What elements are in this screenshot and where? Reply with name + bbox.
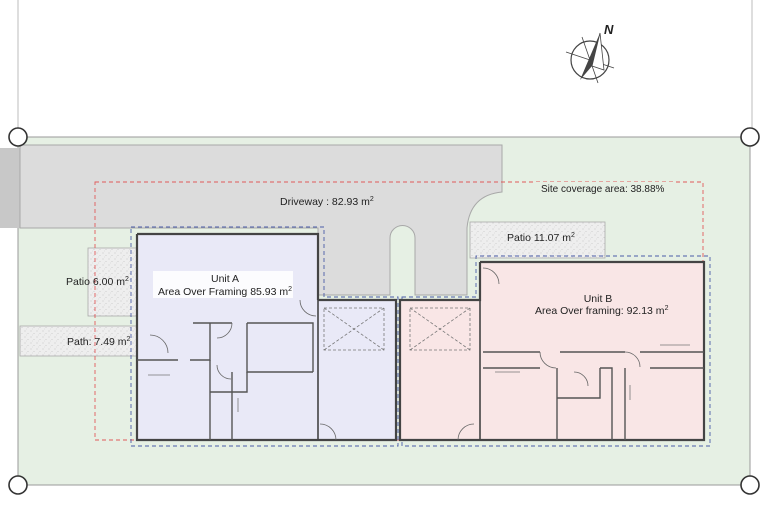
unit-b-door-1 — [482, 267, 500, 285]
north-label: N — [604, 22, 614, 37]
unit-a-door-2 — [216, 322, 233, 339]
unit-b-partition-3 — [556, 368, 601, 440]
unit-a-label-bg — [153, 271, 293, 298]
path-label-sup: 2 — [127, 336, 131, 343]
unit-a-partition-5 — [209, 360, 232, 440]
unit-a-door-5 — [216, 364, 232, 380]
unit-b-door-5 — [457, 423, 475, 441]
unit-b-area: Area Over framing: 92.13 m — [535, 305, 665, 317]
unit-a-framing-outline — [130, 226, 399, 447]
unit-a-garage-skylight — [323, 307, 385, 351]
driveway-label: Driveway : 82.93 m — [280, 196, 370, 208]
path-area — [19, 325, 151, 357]
entry-stub — [0, 148, 20, 228]
unit-b-door-4 — [624, 351, 641, 368]
grid-marker-bottom-right — [740, 475, 760, 495]
unit-b-door-3 — [573, 371, 589, 387]
svg-text:Driveway : 82.93 m2: Driveway : 82.93 m2 — [280, 196, 374, 208]
unit-a-house — [137, 234, 318, 440]
unit-a-partition-3 — [247, 322, 314, 372]
unit-b-garage — [400, 300, 480, 440]
grid-marker-top-right — [740, 127, 760, 147]
svg-text:Path: 7.49 m2: Path: 7.49 m2 — [67, 336, 131, 348]
unit-a-garage — [318, 300, 396, 440]
patio-a-label: Patio 6.00 m — [66, 276, 125, 288]
svg-text:Patio 6.00 m2: Patio 6.00 m2 — [66, 276, 129, 288]
patio-b — [469, 221, 606, 259]
patio-b-label: Patio 11.07 m — [507, 232, 571, 244]
unit-a-area: Area Over Framing 85.93 m — [158, 286, 288, 298]
grid-marker-top-left — [8, 127, 28, 147]
unit-b-area-sup: 2 — [665, 305, 669, 312]
driveway-label-sup: 2 — [370, 196, 374, 203]
unit-a-partition-6 — [231, 372, 248, 440]
unit-b-name: Unit B — [584, 293, 613, 305]
unit-b-door-2 — [539, 351, 557, 369]
driveway — [19, 144, 503, 296]
patio-b-label-sup: 2 — [571, 232, 575, 239]
site-coverage-label: Site coverage area: 38.88% — [541, 184, 665, 195]
unit-a-walls — [135, 232, 398, 442]
svg-text:Patio 11.07 m2: Patio 11.07 m2 — [507, 232, 575, 244]
unit-a-door-1 — [149, 334, 169, 354]
unit-a-area-sup: 2 — [288, 286, 292, 293]
unit-b-partition-4 — [600, 367, 613, 440]
unit-a-door-4 — [319, 423, 337, 441]
patio-a — [87, 247, 139, 317]
unit-b-house — [480, 262, 704, 440]
grid-marker-bottom-left — [8, 475, 28, 495]
unit-b-floor-plan — [398, 260, 706, 442]
unit-b-framing-outline — [401, 255, 711, 447]
site-coverage-label-bg — [536, 182, 676, 195]
north-arrow-icon: N — [565, 22, 615, 84]
unit-a-name: Unit A — [211, 273, 239, 285]
svg-text:Area Over Framing 85.93 m2: Area Over Framing 85.93 m2 — [158, 286, 292, 298]
path-label: Path: 7.49 m — [67, 336, 127, 348]
svg-text:Area Over framing: 92.13 m2: Area Over framing: 92.13 m2 — [535, 305, 669, 317]
patio-a-label-sup: 2 — [125, 276, 129, 283]
unit-b-garage-skylight — [409, 307, 471, 351]
unit-a-door-3 — [299, 299, 317, 317]
